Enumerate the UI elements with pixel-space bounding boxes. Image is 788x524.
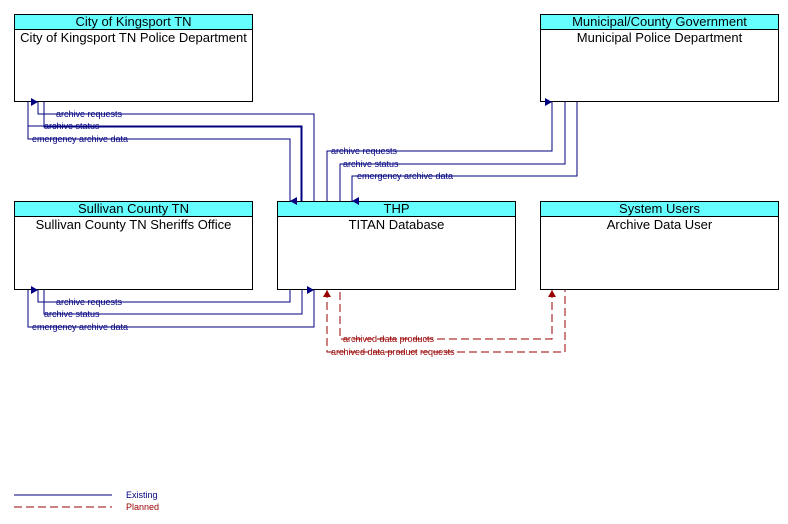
flow-label: archive status [44,309,100,319]
arrowhead-planned [323,290,331,297]
node-header: System Users [541,202,778,217]
node-title: City of Kingsport TN Police Department [20,30,247,45]
flow-label: archived data product requests [331,347,455,357]
legend-existing-label: Existing [126,490,158,500]
node-header: Sullivan County TN [15,202,252,217]
node-header: City of Kingsport TN [15,15,252,30]
node-municipal-police: Municipal/County Government Municipal Po… [540,14,779,102]
node-archive-data-user: System Users Archive Data User [540,201,779,290]
node-title: Archive Data User [606,217,713,232]
flow-label: archived data products [343,334,435,344]
flow-label: emergency archive data [32,322,128,332]
node-title: Sullivan County TN Sheriffs Office [35,217,232,232]
flow-municipal-emergency-archive-data: emergency archive data [351,102,578,205]
flow-label: archive requests [56,297,123,307]
node-header: Municipal/County Government [541,15,778,30]
flow-label: archive status [343,159,399,169]
flow-archived-data-product-requests: archived data product requests [326,290,566,357]
flow-municipal-archive-status: archive status [339,102,566,201]
flow-label: archive requests [331,146,398,156]
flow-archived-data-products: archived data products [339,290,553,344]
flow-sullivan-archive-status: archive status [43,290,303,319]
flow-label: archive requests [56,109,123,119]
node-sullivan-county-sheriff: Sullivan County TN Sullivan County TN Sh… [14,201,253,290]
flow-label: emergency archive data [32,134,128,144]
flow-municipal-archive-requests: archive requests [326,98,553,201]
flow-sullivan-emergency-archive-data: emergency archive data [27,286,315,332]
arrowhead-planned [548,290,556,297]
flow-kingsport-emergency-archive-data: emergency archive data [27,102,297,205]
node-title: TITAN Database [348,217,445,232]
legend-planned-label: Planned [126,502,160,512]
node-city-of-kingsport-police: City of Kingsport TN City of Kingsport T… [14,14,253,102]
flow-label: archive status [44,121,100,131]
node-thp-titan-database: THP TITAN Database [277,201,516,290]
flow-sullivan-archive-requests: archive requests [31,286,291,307]
node-header: THP [278,202,515,217]
flow-kingsport-archive-requests: archive requests [31,98,315,201]
node-title: Municipal Police Department [576,30,743,45]
flow-label: emergency archive data [357,171,453,181]
